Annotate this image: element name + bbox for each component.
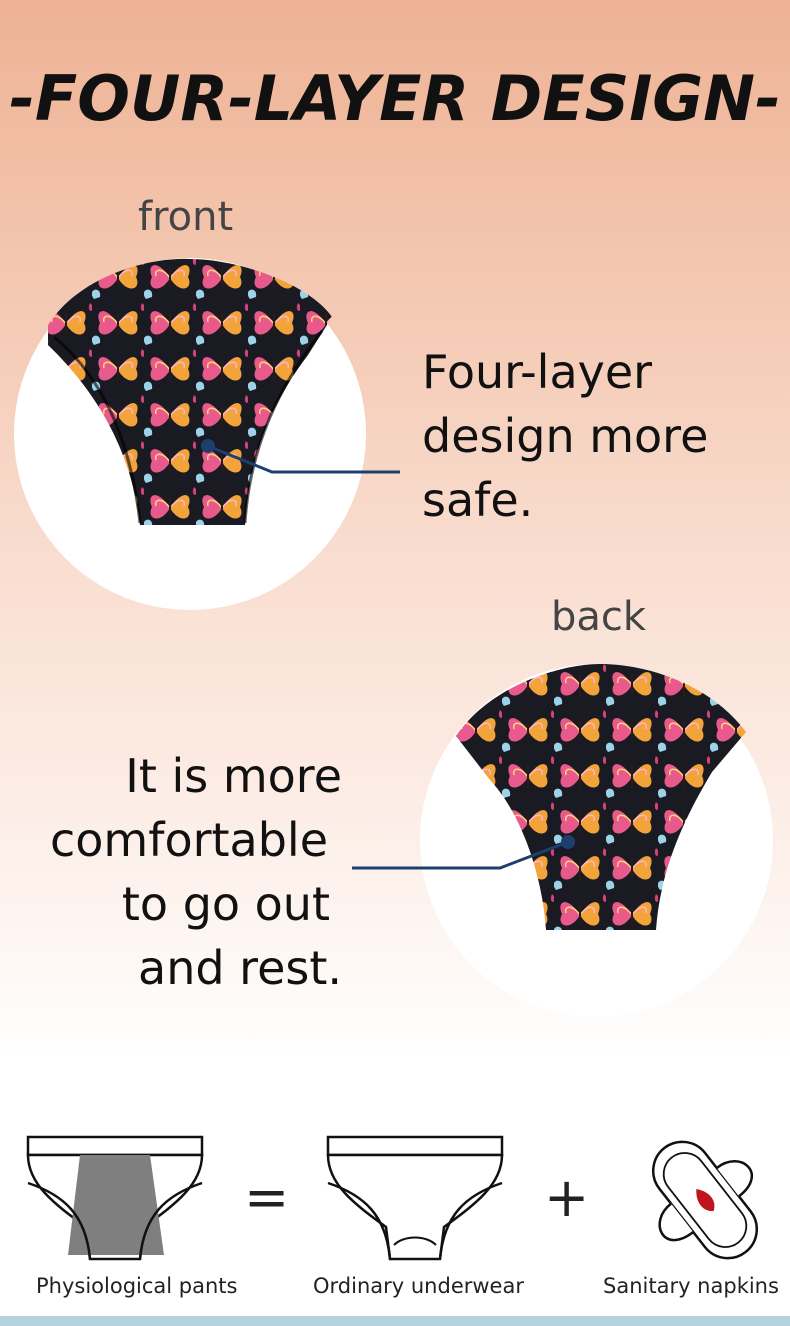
front-label: front [138,194,234,240]
equals-sign: = [244,1166,290,1229]
front-callout-line-2: design more [422,409,709,463]
back-panty-image [456,664,746,930]
front-panty-image [48,258,332,525]
front-callout-line-3: safe. [422,473,534,527]
ordinary-underwear-label: Ordinary underwear [313,1274,524,1298]
back-callout-text: It is more comfortable to go out and res… [36,744,342,1000]
back-label: back [551,594,647,640]
physiological-pants-icon [26,1135,204,1261]
back-callout-line-4: and rest. [138,941,342,995]
sanitary-napkin-icon [651,1140,759,1260]
back-callout-line [352,835,575,870]
page-title: -FOUR-LAYER DESIGN- [9,62,781,135]
bottom-strip [0,1316,790,1326]
front-callout-text: Four-layer design more safe. [422,340,708,532]
front-callout-line-1: Four-layer [422,345,653,399]
plus-sign: + [544,1166,590,1229]
front-callout-line [201,439,400,474]
physiological-pants-label: Physiological pants [36,1274,238,1298]
back-callout-line-3: to go out [121,877,330,931]
ordinary-underwear-icon [326,1135,504,1261]
back-callout-line-2: comfortable [50,813,328,867]
back-callout-line-1: It is more [125,749,342,803]
sanitary-napkins-label: Sanitary napkins [603,1274,779,1298]
